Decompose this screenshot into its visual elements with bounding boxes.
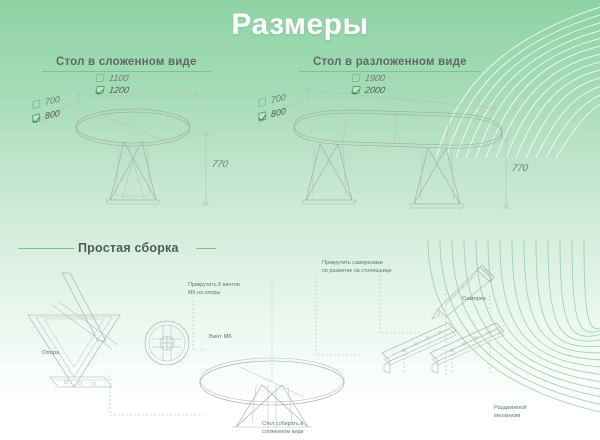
- folded-width-options: 1100 1200: [95, 72, 130, 96]
- unfolded-height-label: 770: [511, 163, 529, 174]
- option-row: 1100: [95, 72, 130, 84]
- option-value: 2000: [364, 85, 386, 95]
- part-label-bolt-m6: Винт М6: [209, 334, 232, 340]
- unfolded-depth-options: 700 800: [258, 91, 286, 122]
- section-caption-folded: Стол в сложенном виде: [42, 56, 211, 72]
- option-value: 800: [270, 105, 286, 120]
- assembly-rule-left: [18, 248, 74, 249]
- option-row: 2000: [351, 84, 386, 96]
- part-label-slide-mechanism: Раздвижной механизм: [494, 405, 527, 420]
- checkbox-checked-icon[interactable]: [258, 111, 267, 122]
- folded-height-label: 770: [211, 159, 229, 170]
- unfolded-width-options: 1900 2000: [351, 72, 386, 96]
- checkbox-checked-icon[interactable]: [351, 86, 361, 94]
- option-value: 800: [44, 107, 60, 122]
- annotation-folded-assembly: Стол собирать в сложенном виде: [262, 421, 304, 436]
- part-label-self-tapping-screw: Саморез: [462, 296, 486, 302]
- page-title: Размеры: [231, 8, 369, 41]
- option-value: 1200: [108, 85, 130, 95]
- part-label-support: Опора: [42, 350, 60, 356]
- checkbox-unchecked-icon[interactable]: [32, 99, 41, 110]
- folded-depth-options: 700 800: [32, 93, 60, 124]
- annotation-bolts: Прикрутить 8 винтов М6 на опоры: [188, 282, 240, 297]
- option-value: 1100: [108, 73, 130, 83]
- checkbox-checked-icon[interactable]: [95, 86, 105, 94]
- checkbox-unchecked-icon[interactable]: [258, 97, 267, 108]
- annotation-screws: Прикрутить саморезами по разметке на сто…: [322, 260, 392, 275]
- section-caption-unfolded: Стол в разложенном виде: [299, 56, 481, 72]
- option-value: 700: [44, 93, 60, 108]
- assembly-rule-right: [196, 248, 216, 249]
- option-row: 1200: [95, 84, 130, 96]
- assembly-heading: Простая сборка: [78, 241, 179, 255]
- option-value: 700: [270, 91, 286, 106]
- checkbox-unchecked-icon[interactable]: [351, 74, 361, 82]
- option-row: 1900: [351, 72, 386, 84]
- checkbox-checked-icon[interactable]: [32, 113, 41, 124]
- checkbox-unchecked-icon[interactable]: [95, 74, 105, 82]
- unfolded-table-drawing: [257, 86, 510, 209]
- option-value: 1900: [364, 73, 386, 83]
